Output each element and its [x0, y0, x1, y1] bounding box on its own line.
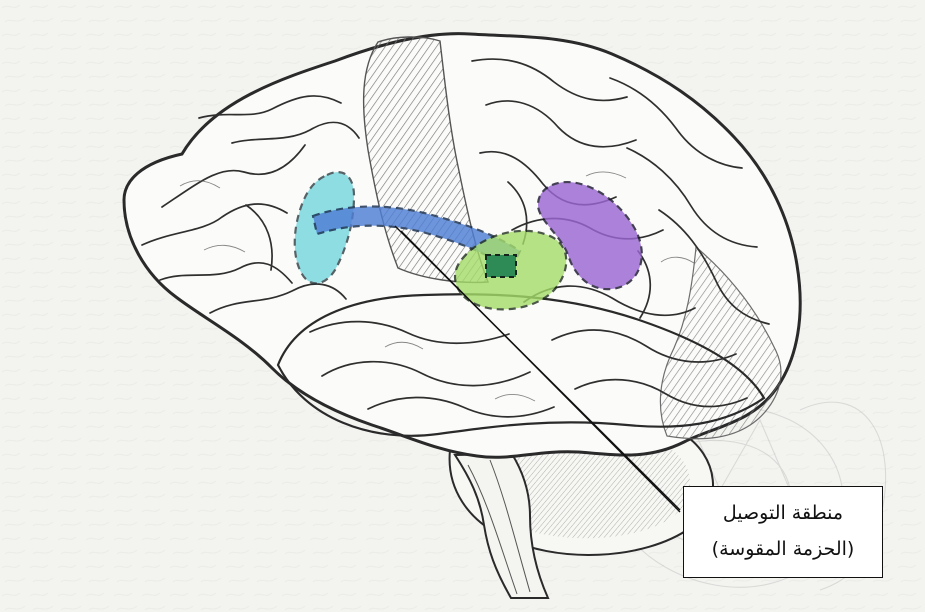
small-green-junction [486, 255, 516, 277]
annotation-label: منطقة التوصيل (الحزمة المقوسة) [683, 486, 883, 578]
annotation-label-subtitle: (الحزمة المقوسة) [684, 531, 882, 567]
annotation-label-title: منطقة التوصيل [684, 495, 882, 531]
